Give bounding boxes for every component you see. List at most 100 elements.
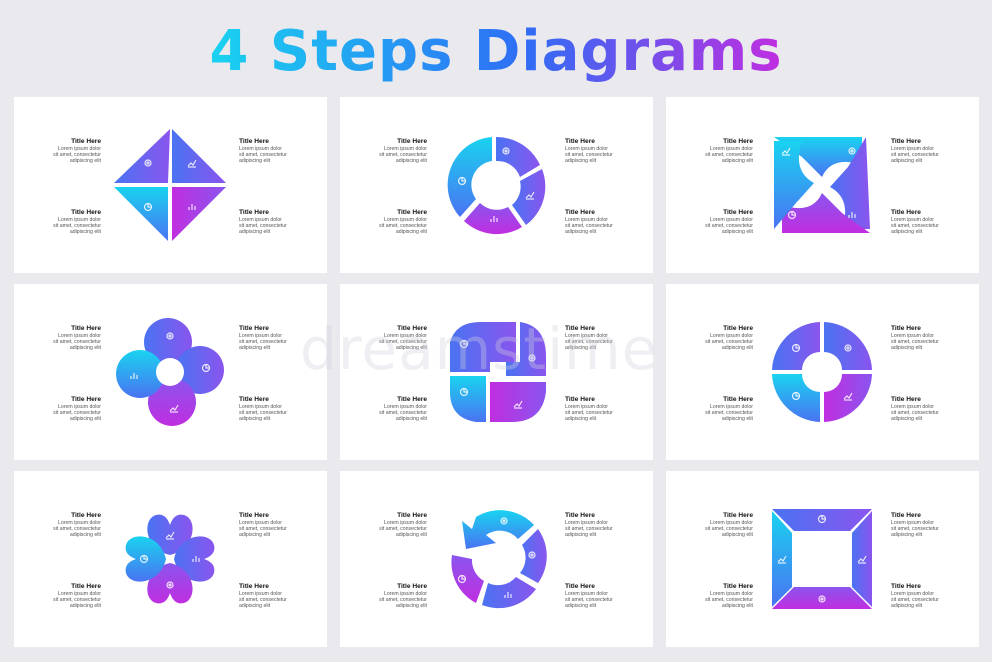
text-line1: Lorem ipsum dolor [58, 146, 101, 152]
pie-chart-icon [459, 339, 469, 349]
diagram-graphic [450, 322, 546, 422]
text-line1: Lorem ipsum dolor [710, 217, 753, 223]
segment-bottom-right [490, 382, 546, 422]
segment-left [774, 141, 814, 229]
gear-icon [818, 595, 826, 603]
diagram-graphic [774, 137, 870, 233]
text-line2: sit amet, consectetur [565, 223, 613, 229]
text-line2: sit amet, consectetur [705, 339, 753, 345]
chart-icon [525, 191, 535, 200]
text-line1: Lorem ipsum dolor [710, 404, 753, 410]
text-title: Title Here [891, 138, 921, 145]
text-line3: adipiscing elit [891, 532, 923, 538]
text-line1: Lorem ipsum dolor [710, 333, 753, 339]
segment-left [447, 137, 492, 217]
text-line2: sit amet, consectetur [565, 597, 613, 603]
chart-icon [857, 555, 867, 564]
chart-icon [777, 555, 787, 564]
text-line1: Lorem ipsum dolor [384, 591, 427, 597]
loop-bottom [148, 378, 196, 426]
diagram-graphic [125, 514, 215, 604]
text-line1: Lorem ipsum dolor [58, 404, 101, 410]
segment-bottom-left [450, 376, 486, 422]
text-line3: adipiscing elit [565, 345, 597, 351]
diagram-graphic [451, 510, 547, 609]
text-title: Title Here [239, 325, 269, 332]
segment-top-right [506, 322, 546, 376]
gear-icon [166, 332, 174, 340]
text-line2: sit amet, consectetur [53, 410, 101, 416]
text-line1: Lorem ipsum dolor [384, 217, 427, 223]
bar-chart-icon [192, 556, 200, 562]
diagram-graphic [772, 509, 872, 609]
text-line3: adipiscing elit [891, 603, 923, 609]
text-line2: sit amet, consectetur [891, 223, 939, 229]
text-line2: sit amet, consectetur [891, 339, 939, 345]
gear-icon [144, 159, 152, 167]
text-line2: sit amet, consectetur [239, 223, 287, 229]
chart-icon [165, 531, 175, 540]
text-title: Title Here [71, 512, 101, 519]
text-title: Title Here [565, 512, 595, 519]
text-line3: adipiscing elit [565, 603, 597, 609]
text-line3: adipiscing elit [395, 416, 427, 422]
segment-top-left [114, 129, 170, 183]
text-line2: sit amet, consectetur [239, 597, 287, 603]
text-title: Title Here [723, 512, 753, 519]
bar-chart-icon [130, 373, 138, 379]
diagram-graphic [772, 322, 872, 422]
pie-chart-icon [143, 202, 153, 212]
text-title: Title Here [239, 512, 269, 519]
chart-icon [843, 392, 853, 401]
text-title: Title Here [565, 138, 595, 145]
text-line2: sit amet, consectetur [239, 339, 287, 345]
text-line2: sit amet, consectetur [565, 410, 613, 416]
text-line2: sit amet, consectetur [379, 597, 427, 603]
text-line2: sit amet, consectetur [705, 223, 753, 229]
segment-top [496, 136, 540, 177]
text-line2: sit amet, consectetur [53, 526, 101, 532]
text-line3: adipiscing elit [565, 158, 597, 164]
text-line3: adipiscing elit [565, 532, 597, 538]
text-line1: Lorem ipsum dolor [384, 520, 427, 526]
text-line1: Lorem ipsum dolor [565, 520, 608, 526]
text-line2: sit amet, consectetur [379, 526, 427, 532]
text-line3: adipiscing elit [395, 603, 427, 609]
text-line2: sit amet, consectetur [379, 339, 427, 345]
text-line2: sit amet, consectetur [705, 152, 753, 158]
chart-icon [169, 404, 179, 413]
chart-icon [513, 400, 523, 409]
loop-top [144, 318, 192, 366]
text-line1: Lorem ipsum dolor [239, 591, 282, 597]
text-title: Title Here [891, 209, 921, 216]
diagram-graphic [447, 136, 546, 235]
text-line1: Lorem ipsum dolor [710, 146, 753, 152]
page-title-graphic: 4 Steps Diagrams [209, 19, 782, 84]
text-line3: adipiscing elit [239, 229, 271, 235]
text-line2: sit amet, consectetur [379, 223, 427, 229]
page-title-text: 4 Steps Diagrams [209, 19, 782, 84]
text-line3: adipiscing elit [239, 416, 271, 422]
text-line1: Lorem ipsum dolor [565, 404, 608, 410]
text-line1: Lorem ipsum dolor [891, 404, 934, 410]
text-title: Title Here [891, 583, 921, 590]
quarter-top-right [824, 322, 872, 370]
